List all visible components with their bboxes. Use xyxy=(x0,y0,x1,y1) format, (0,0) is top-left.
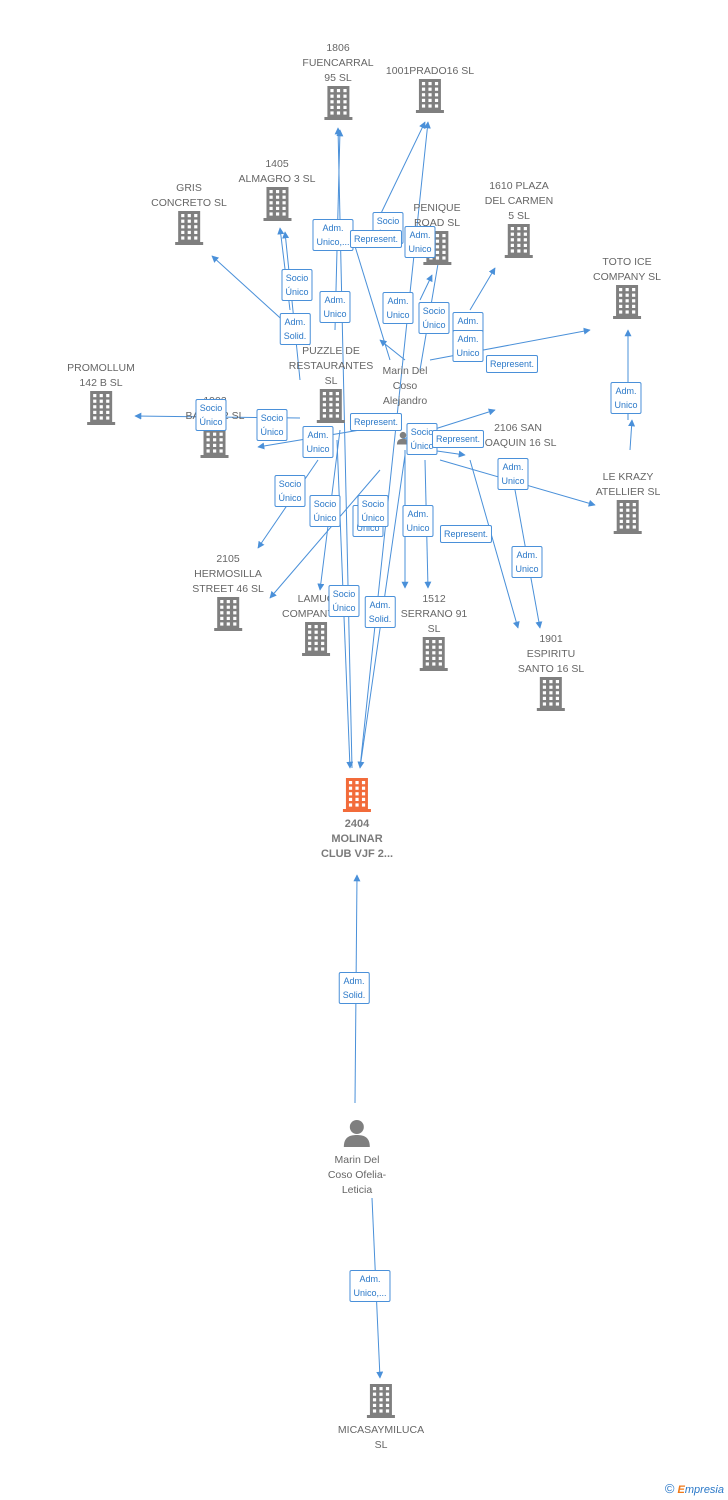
company-label: PUZZLE DE RESTAURANTES SL xyxy=(288,345,374,387)
copyright-symbol: © xyxy=(664,1481,675,1496)
person-node-ofelia[interactable]: Marin Del Coso Ofelia- Leticia xyxy=(328,1118,386,1198)
relation-label[interactable]: Adm. Unico xyxy=(610,382,642,414)
relation-label[interactable]: Socio Único xyxy=(418,302,450,334)
relation-edge xyxy=(269,469,381,599)
building-icon xyxy=(485,224,553,263)
building-icon xyxy=(151,211,227,250)
company-label: TOTO ICE COMPANY SL xyxy=(593,256,661,283)
relation-label[interactable]: Adm. Unico xyxy=(382,292,414,324)
relation-label[interactable]: Socio Único xyxy=(328,585,360,617)
person-icon-alejandro xyxy=(396,431,410,445)
brand-logo-e: E xyxy=(677,1484,685,1496)
person-node-alejandro[interactable]: Marin Del Coso Alejandro xyxy=(383,364,428,409)
company-label: MICASAYMILUCA SL xyxy=(337,1424,425,1451)
company-label: 1901 ESPIRITU SANTO 16 SL xyxy=(517,633,585,675)
company-label: 2105 HERMOSILLA STREET 46 SL xyxy=(192,553,264,595)
relation-edge xyxy=(379,339,406,361)
building-icon xyxy=(338,1384,424,1423)
company-node-promollum[interactable]: PROMOLLUM 142 B SL xyxy=(67,361,135,430)
company-node-gris[interactable]: GRIS CONCRETO SL xyxy=(151,181,227,250)
company-node-lekrazy[interactable]: LE KRAZY ATELLIER SL xyxy=(595,470,661,539)
relation-label[interactable]: Represent. xyxy=(485,355,539,373)
relation-label[interactable]: Adm. Unico,... xyxy=(312,219,354,251)
relation-edge xyxy=(419,274,433,301)
building-icon xyxy=(238,187,315,226)
relation-label[interactable]: Adm. Unico xyxy=(319,291,351,323)
person-icon xyxy=(328,1118,386,1153)
company-node-toto[interactable]: TOTO ICE COMPANY SL xyxy=(593,255,661,324)
relation-edge xyxy=(348,229,391,361)
brand-footer: © Empresia xyxy=(665,1481,724,1496)
building-icon xyxy=(401,637,468,676)
relation-label[interactable]: Socio Único xyxy=(309,495,341,527)
relation-label[interactable]: Adm. Unico xyxy=(452,330,484,362)
relation-label[interactable]: Adm. Unico xyxy=(497,458,529,490)
relation-edge xyxy=(469,459,520,629)
relation-edge xyxy=(469,267,496,311)
relation-label[interactable]: Adm. Solid. xyxy=(364,596,396,628)
company-label: 2106 SAN JOAQUIN 16 SL xyxy=(479,422,557,449)
company-node-micasa[interactable]: MICASAYMILUCA SL xyxy=(338,1384,424,1453)
relation-label[interactable]: Adm. Solid. xyxy=(279,313,311,345)
relation-label[interactable]: Socio Único xyxy=(256,409,288,441)
relation-label[interactable]: Socio Único xyxy=(281,269,313,301)
company-node-almagro[interactable]: 1405 ALMAGRO 3 SL xyxy=(238,157,316,226)
company-node-fuencarral[interactable]: 1806 FUENCARRAL 95 SL xyxy=(302,41,374,125)
relation-label[interactable]: Adm. Unico,... xyxy=(349,1270,391,1302)
relation-label[interactable]: Represent. xyxy=(349,230,403,248)
relation-edge xyxy=(282,231,301,381)
building-icon xyxy=(67,391,135,430)
company-node-prado[interactable]: 1001PRADO16 SL xyxy=(386,64,474,118)
building-icon xyxy=(302,86,373,125)
relation-edge xyxy=(628,419,636,451)
company-node-espiritu[interactable]: 1901 ESPIRITU SANTO 16 SL xyxy=(518,632,584,716)
company-label: PROMOLLUM 142 B SL xyxy=(67,362,135,389)
building-icon xyxy=(282,622,350,661)
company-label: LAMUC COMPANY SL xyxy=(282,593,350,620)
company-label: 1405 ALMAGRO 3 SL xyxy=(238,158,316,185)
relation-label[interactable]: Adm. Solid. xyxy=(338,972,370,1004)
relation-label[interactable]: Represent. xyxy=(431,430,485,448)
company-label: 1512 SERRANO 91 SL xyxy=(400,593,468,635)
company-node-molinar-focus[interactable]: 2404 MOLINAR CLUB VJF 2... xyxy=(321,778,393,862)
person-label: Marin Del Coso Ofelia- Leticia xyxy=(327,1154,387,1196)
building-icon xyxy=(518,677,584,716)
relation-label[interactable]: Adm. Unico xyxy=(511,546,543,578)
building-icon xyxy=(596,500,661,539)
company-node-hermosilla[interactable]: 2105 HERMOSILLA STREET 46 SL xyxy=(192,552,264,636)
company-node-serrano[interactable]: 1512 SERRANO 91 SL xyxy=(400,592,468,676)
relation-label[interactable]: Socio Único xyxy=(357,495,389,527)
building-icon xyxy=(593,285,661,324)
relation-label[interactable]: Socio Único xyxy=(274,475,306,507)
relation-label[interactable]: Adm. Unico xyxy=(404,226,436,258)
building-icon xyxy=(386,79,474,118)
building-icon xyxy=(192,597,264,636)
company-node-bal[interactable]: 1902 BAL... 32 SL xyxy=(186,394,244,463)
company-label: GRIS CONCRETO SL xyxy=(151,182,227,209)
company-label: 2404 MOLINAR CLUB VJF 2... xyxy=(320,818,394,860)
relation-label[interactable]: Adm. Unico xyxy=(402,505,434,537)
person-label: Marin Del Coso Alejandro xyxy=(382,365,428,407)
company-node-lamuc[interactable]: LAMUC COMPANY SL xyxy=(282,592,350,661)
brand-logo-text: mpresia xyxy=(684,1484,724,1496)
company-label: 1806 FUENCARRAL 95 SL xyxy=(302,42,374,84)
building-icon-focus xyxy=(321,778,393,817)
relation-label[interactable]: Socio Único xyxy=(195,399,227,431)
relation-label[interactable]: Represent. xyxy=(439,525,493,543)
company-node-plaza[interactable]: 1610 PLAZA DEL CARMEN 5 SL xyxy=(485,179,553,263)
relation-label[interactable]: Represent. xyxy=(349,413,403,431)
company-node-puzzle[interactable]: PUZZLE DE RESTAURANTES SL xyxy=(289,344,373,428)
company-label: LE KRAZY ATELLIER SL xyxy=(595,471,661,498)
company-label: 1610 PLAZA DEL CARMEN 5 SL xyxy=(484,180,554,222)
building-icon xyxy=(289,389,373,428)
company-node-sanjoaquin[interactable]: 2106 SAN JOAQUIN 16 SL xyxy=(479,421,556,451)
relation-label[interactable]: Adm. Unico xyxy=(302,426,334,458)
company-label: 1001PRADO16 SL xyxy=(385,65,475,77)
